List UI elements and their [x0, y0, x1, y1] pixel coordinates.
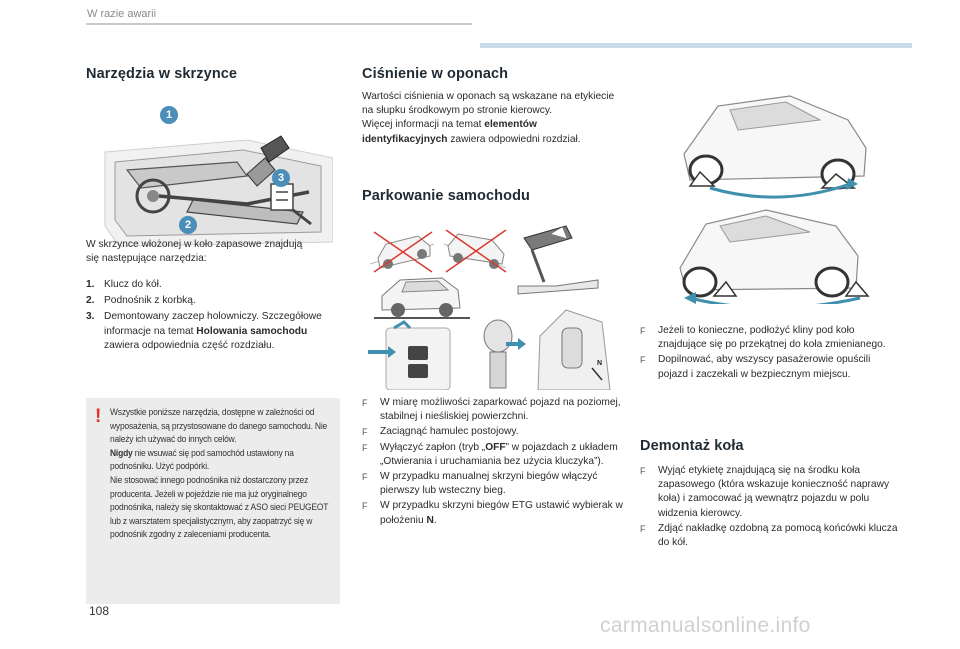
list-text: Zaciągnąć hamulec postojowy.	[380, 426, 519, 438]
toolbox-illustration: 1 2 3	[97, 100, 334, 250]
list-text: ” w pojazdach z układem „Otwierania i ur…	[380, 441, 618, 467]
parking-steps: F W miarę możliwości zaparkować pojazd na…	[362, 396, 624, 529]
list-number: 3.	[86, 311, 95, 323]
list-item: F W przypadku manualnej skrzyni biegów wł…	[362, 470, 624, 498]
pressure-more-after: zawiera odpowiedni rozdział.	[447, 133, 581, 145]
list-text: Dopilnować, aby wszyscy pasażerowie opuś…	[658, 354, 871, 380]
list-item: F Zaciągnąć hamulec postojowy.	[362, 425, 624, 439]
header-accent-bar	[480, 43, 912, 48]
pressure-text-main: Wartości ciśnienia w oponach są wskazane…	[362, 91, 615, 117]
list-item: F W miarę możliwości zaparkować pojazd na…	[362, 396, 624, 424]
warning-text-2: nie wsuwać się pod samochód ustawiony na…	[110, 447, 294, 472]
list-text: Jeżeli to konieczne, podłożyć kliny pod …	[658, 325, 886, 351]
list-text: zawiera odpowiednia część rozdziału.	[104, 339, 275, 351]
bullet-icon: F	[362, 501, 368, 512]
watermark: carmanualsonline.info	[600, 614, 811, 637]
list-number: 1.	[86, 279, 95, 290]
list-text: Demontowany zaczep holowniczy. Szczegóło…	[104, 311, 322, 337]
list-text: Wyłączyć zapłon (tryb „	[380, 441, 486, 453]
wheel-chocks-drawing	[679, 95, 870, 310]
warning-box: ! Wszystkie poniższe narzędzia, dostępne…	[86, 398, 340, 604]
pressure-text: Wartości ciśnienia w oponach są wskazane…	[362, 90, 617, 147]
middle-column: Ciśnienie w oponach Wartości ciśnienia w…	[362, 66, 623, 526]
bullet-icon: F	[640, 355, 646, 366]
pressure-more-bold: elementów identyfikacyjnych	[362, 119, 537, 145]
list-text: Zdjąć nakładkę ozdobną za pomocą końcówk…	[658, 522, 898, 549]
bullet-icon: F	[640, 523, 646, 534]
warning-text-3: Nie stosować innego podnośnika niż dosta…	[110, 474, 329, 540]
header-rule	[86, 23, 472, 25]
bullet-icon: F	[640, 326, 646, 336]
wheel-chocks-illustration	[660, 76, 906, 310]
tools-heading: Narzędzia w skrzynce	[86, 66, 238, 82]
list-text-bold: N	[426, 514, 434, 526]
warning-text-1: Wszystkie poniższe narzędzia, dostępne w…	[110, 407, 328, 445]
removal-heading: Demontaż koła	[640, 438, 744, 454]
pressure-more: Więcej informacji na temat	[362, 119, 485, 131]
list-text-bold: OFF	[485, 441, 506, 453]
tools-intro: W skrzynce włożonej w koło zapasowe znaj…	[86, 239, 303, 265]
parking-illustrations: N	[366, 224, 614, 391]
list-text: W przypadku skrzyni biegów ETG ustawić w…	[380, 500, 623, 526]
list-text: W przypadku manualnej skrzyni biegów włą…	[380, 471, 598, 497]
list-item: 2. Podnośnik z korbką.	[86, 294, 331, 308]
list-item: F Wyłączyć zapłon (tryb „OFF” w pojazdach…	[362, 441, 624, 469]
warning-icon: !	[95, 406, 102, 427]
list-item: F W przypadku skrzyni biegów ETG ustawić …	[362, 499, 624, 527]
list-text: .	[433, 514, 437, 526]
list-item: F Jeżeli to konieczne, podłożyć kliny pod…	[640, 324, 902, 352]
toolbox-drawing	[97, 100, 334, 250]
bullet-icon: F	[362, 472, 368, 483]
gear-position-label: N	[597, 360, 603, 367]
bullet-icon: F	[362, 427, 368, 438]
list-text: Klucz do kół.	[104, 279, 162, 290]
list-item: 1. Klucz do kół.	[86, 278, 331, 292]
bullet-icon: F	[640, 466, 646, 476]
list-item: 3. Demontowany zaczep holowniczy. Szczegó…	[86, 310, 331, 353]
callout-3: 3	[272, 169, 290, 187]
list-text-bold: Holowania samochodu	[196, 325, 308, 337]
bullet-icon: F	[362, 398, 368, 408]
warning-text: Wszystkie poniższe narzędzia, dostępne w…	[110, 406, 338, 542]
callout-2: 2	[179, 216, 197, 234]
removal-steps: F Wyjąć etykietę znajdującą się na środku…	[640, 464, 902, 551]
left-column: Narzędzia w skrzynce 1 2 3 W skrzynce wł…	[86, 66, 342, 351]
pressure-heading: Ciśnienie w oponach	[362, 66, 509, 82]
list-text: W miarę możliwości zaparkować pojazd na …	[380, 397, 621, 423]
parking-heading: Parkowanie samochodu	[362, 188, 530, 204]
page-number: 108	[89, 604, 110, 618]
bullet-icon: F	[362, 442, 368, 453]
list-item: F Wyjąć etykietę znajdującą się na środku…	[640, 464, 902, 521]
chapter-title: W razie awarii	[87, 8, 157, 20]
list-text: Podnośnik z korbką.	[104, 295, 196, 307]
tools-list: 1. Klucz do kół. 2. Podnośnik z korbką. 3.…	[86, 278, 331, 355]
list-number: 2.	[86, 295, 95, 307]
callout-1: 1	[160, 106, 178, 124]
parking-drawing	[368, 225, 611, 391]
list-item: F Dopilnować, aby wszyscy pasażerowie opu…	[640, 353, 902, 381]
safety-steps: F Jeżeli to konieczne, podłożyć kliny pod…	[640, 324, 902, 383]
list-item: F Zdjąć nakładkę ozdobną za pomocą końców…	[640, 522, 902, 550]
warning-text-bold: Nigdy	[110, 447, 133, 458]
list-text: Wyjąć etykietę znajdującą się na środku …	[658, 465, 890, 519]
